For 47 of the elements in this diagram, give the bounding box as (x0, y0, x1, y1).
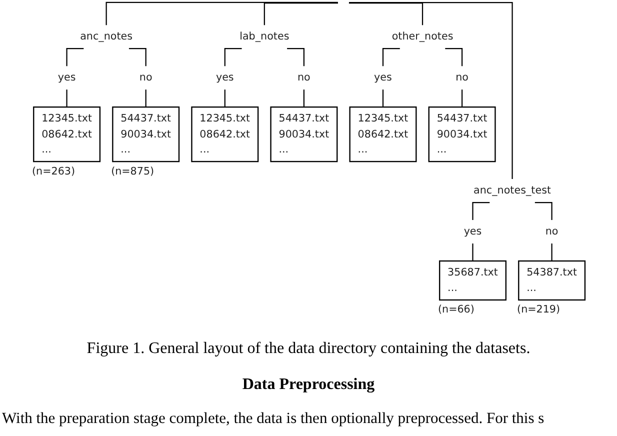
connector (224, 48, 242, 66)
node-text: lab_notes (240, 30, 290, 43)
connector (348, 2, 424, 26)
node-text: anc_notes_test (474, 184, 552, 197)
node-text: yes (464, 226, 482, 238)
node-text: no (545, 226, 558, 238)
connector (66, 48, 84, 66)
node-text: no (139, 72, 152, 84)
figure-caption: Figure 1. General layout of the data directory containing the datasets. (86, 340, 532, 358)
connector (472, 242, 474, 261)
node-text: yes (374, 72, 392, 84)
count-label: (n=66) (438, 304, 474, 316)
node-text: yes (216, 72, 234, 84)
section-heading: Data Preprocessing (241, 376, 376, 394)
connector (128, 48, 146, 66)
node-text: yes (58, 72, 76, 84)
connector (224, 89, 226, 108)
connector (551, 242, 552, 261)
connector (106, 2, 338, 26)
node-text: no (456, 72, 468, 84)
connector (303, 89, 304, 108)
connector (287, 48, 304, 66)
connector (264, 2, 338, 26)
node-text: anc_notes (80, 30, 133, 43)
connector (382, 48, 400, 66)
node-box: 54437.txt 90034.txt ... (428, 106, 496, 162)
connector (349, 2, 513, 180)
connector (145, 89, 146, 108)
connector (534, 202, 552, 220)
node-box: 12345.txt 08642.txt ... (33, 106, 101, 162)
node-box: 12345.txt 08642.txt ... (191, 106, 259, 162)
count-label: (n=875) (111, 165, 154, 178)
node-box: 54437.txt 90034.txt ... (112, 106, 180, 162)
count-label: (n=219) (517, 304, 560, 316)
node-text: other_notes (392, 30, 454, 43)
node-box: 54437.txt 90034.txt ... (270, 106, 338, 162)
node-text: no (298, 72, 310, 84)
connector (382, 89, 384, 108)
connector (66, 89, 68, 108)
node-box: 54387.txt ... (518, 260, 586, 301)
body-paragraph: With the preparation stage complete, the data is then optionally preprocessed. For this s (2, 410, 544, 428)
count-label: (n=263) (32, 165, 76, 178)
connector (472, 202, 490, 220)
connector (445, 48, 463, 66)
node-box: 35687.txt ... (439, 260, 507, 301)
connector (461, 89, 463, 108)
node-box: 12345.txt 08642.txt ... (349, 106, 417, 162)
